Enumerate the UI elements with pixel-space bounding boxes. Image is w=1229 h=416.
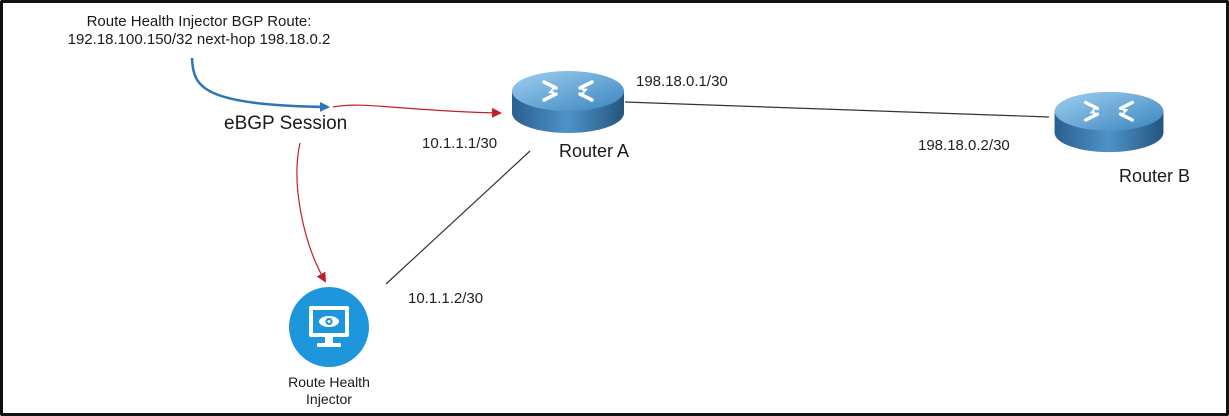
route-note-line2: 192.18.100.150/32 next-hop 198.18.0.2 [67,31,331,48]
router-a-lan-ip: 10.1.1.1/30 [422,135,498,152]
injector-label-line2: Injector [306,390,352,407]
router-b-label: Router B [1119,166,1191,186]
injector-label: Route Health Injector [271,374,387,408]
router-a-label: Router A [559,141,630,161]
link-router-a-router-b [624,101,1050,118]
route-note: Route Health Injector BGP Route: 192.18.… [3,13,395,49]
route-advertisement-arrow [190,57,330,112]
router-a-icon[interactable] [508,65,628,137]
session-to-injector-arrow [296,142,327,283]
link-router-a-injector [385,150,531,285]
route-note-line1: Route Health Injector BGP Route: [86,13,312,30]
router-b-wan-ip: 198.18.0.2/30 [918,137,1010,154]
injector-ip: 10.1.1.2/30 [408,290,484,307]
route-health-injector-icon[interactable] [289,287,369,367]
injector-label-line1: Route Health [288,374,370,390]
diagram-links [190,57,1050,285]
session-to-router-a-arrow [332,104,502,118]
router-b-icon[interactable] [1050,86,1168,156]
ebgp-session-label: eBGP Session [224,113,348,134]
router-a-wan-ip: 198.18.0.1/30 [636,73,728,90]
